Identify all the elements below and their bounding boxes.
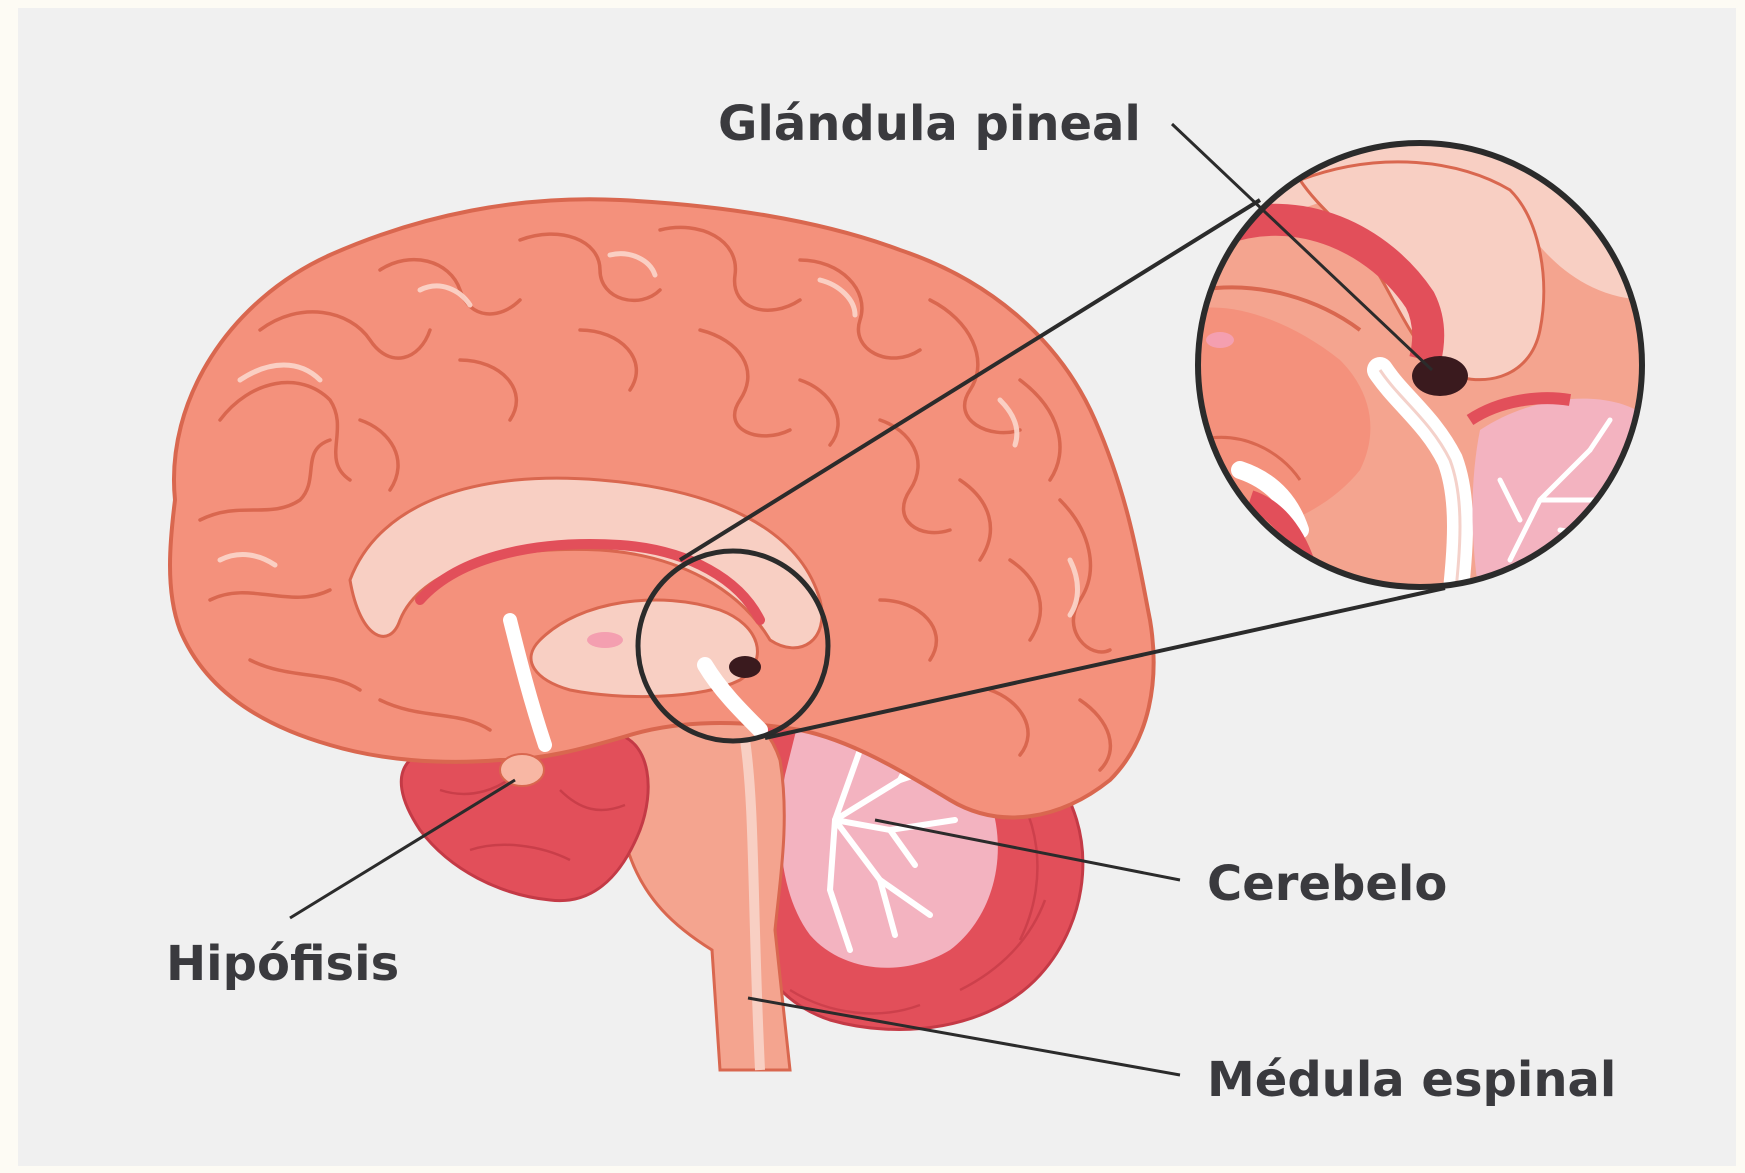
- brainstem: [617, 697, 790, 1070]
- pineal-gland-enlarged: [1412, 356, 1468, 396]
- label-cerebellum: Cerebelo: [1207, 860, 1447, 908]
- cerebrum: [170, 199, 1154, 817]
- label-spinal-cord: Médula espinal: [1207, 1056, 1616, 1104]
- pineal-gland: [729, 656, 761, 678]
- pituitary-gland: [500, 754, 544, 786]
- label-pituitary: Hipófisis: [166, 940, 399, 988]
- label-pineal-gland: Glándula pineal: [718, 100, 1141, 148]
